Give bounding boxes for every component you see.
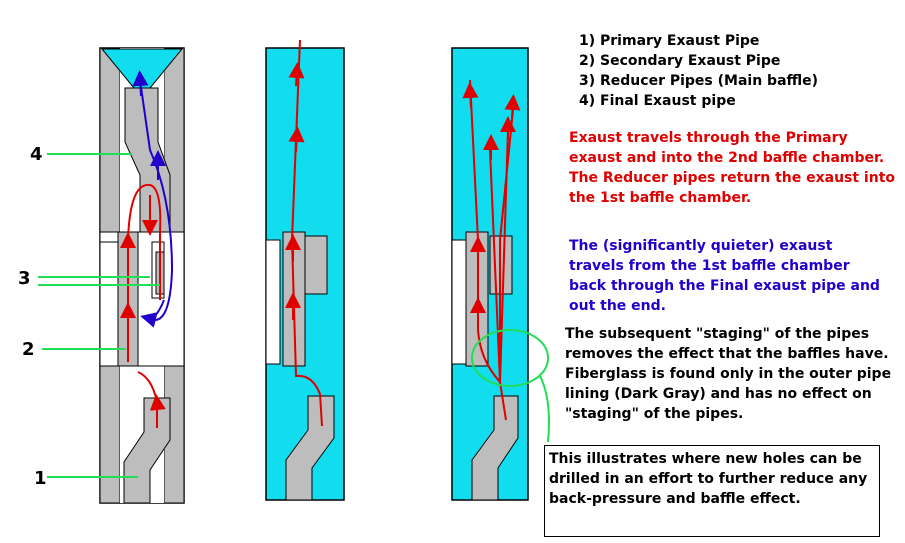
legend-item-4: 4) Final Exaust pipe [579,93,736,109]
muffler-middle [265,39,345,501]
legend-list: 1) Primary Exaust Pipe 2) Secondary Exau… [579,31,818,111]
holes-note-box: This illustrates where new holes can be … [544,445,880,537]
legend-item-3: 3) Reducer Pipes (Main baffle) [579,73,819,89]
staging-note: The subsequent "staging" of the pipes re… [565,324,900,424]
callout-3: 3 [18,268,31,289]
fiberglass-text: Fiberglass is found only in the outer pi… [565,366,892,422]
muffler-cutaway-left [99,47,185,504]
callout-1: 1 [34,468,47,489]
blue-flow-note: The (significantly quieter) exaust trave… [569,238,880,314]
callout-4: 4 [30,144,43,165]
callout-lines [38,153,160,478]
muffler-right [451,47,550,501]
legend-item-1: 1) Primary Exaust Pipe [579,33,760,49]
legend-item-2: 2) Secondary Exaust Pipe [579,53,781,69]
staging-text: The subsequent "staging" of the pipes re… [565,326,889,362]
red-flow-note: Exaust travels through the Primary exaus… [569,130,896,206]
callout-2: 2 [22,339,35,360]
